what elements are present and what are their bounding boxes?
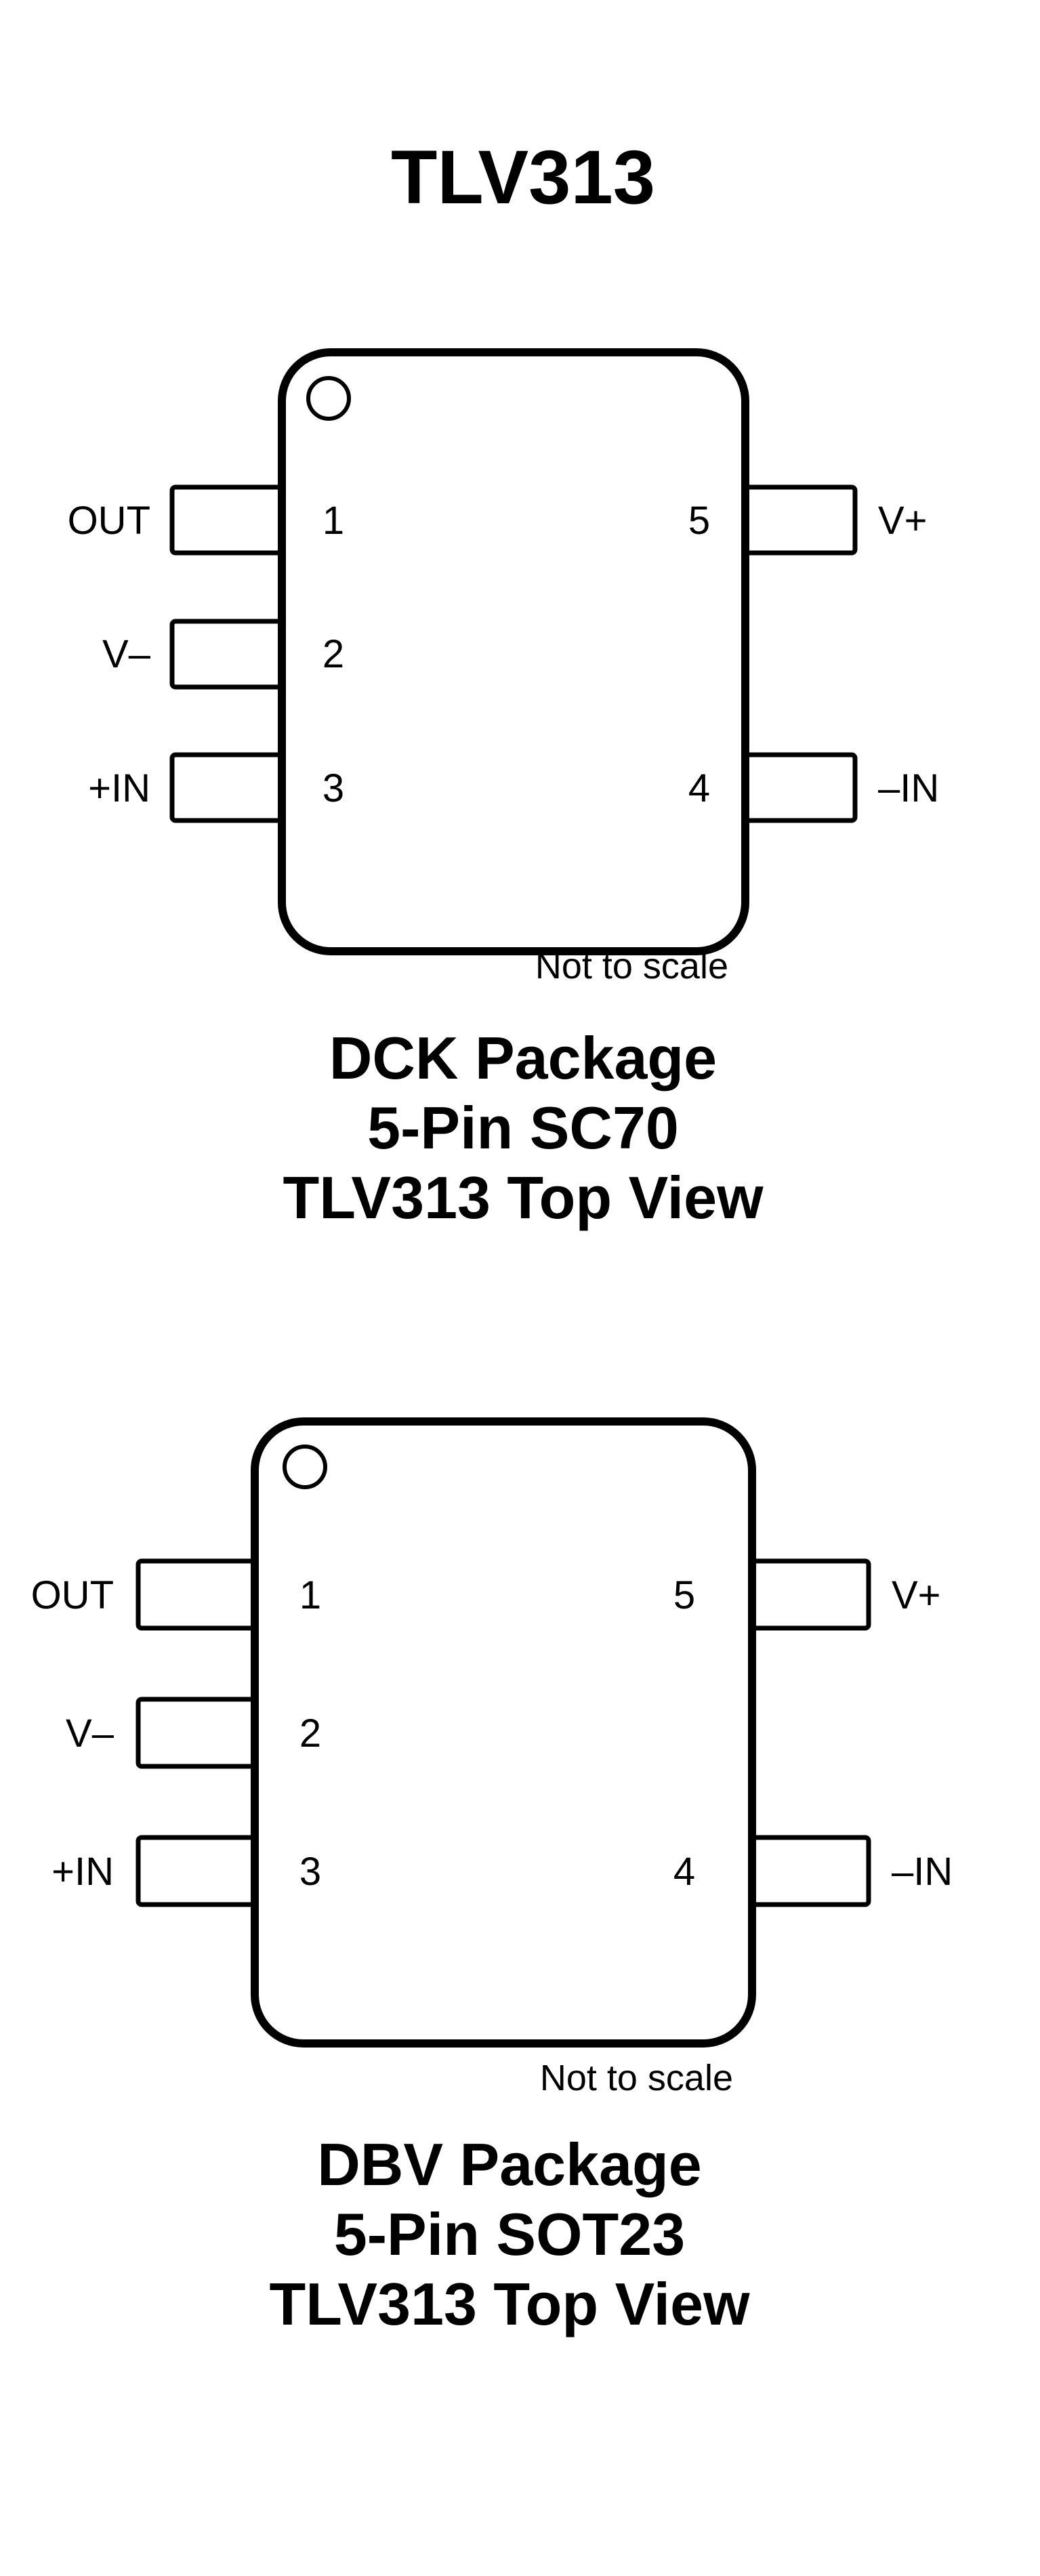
pin-5-lead: [741, 484, 858, 556]
pin-name: V+: [878, 499, 928, 543]
pin-1-lead: [169, 484, 287, 556]
pin-3-lead: [169, 752, 287, 823]
pin-1-lead: [136, 1558, 259, 1631]
pin-name: –IN: [892, 1850, 953, 1894]
pin1-marker-icon: [306, 376, 351, 421]
page-title: TLV313: [391, 135, 655, 220]
pin-name: V–: [66, 1711, 115, 1756]
pin-name: V+: [892, 1573, 941, 1617]
pin1-marker-icon: [283, 1445, 327, 1489]
pin-name: OUT: [68, 499, 150, 543]
pin-name: OUT: [31, 1573, 114, 1617]
package-body: [251, 1417, 756, 2048]
package-caption: TLV313 Top View: [283, 1164, 764, 1231]
pin-5-lead: [748, 1558, 871, 1631]
pin-number: 2: [323, 632, 344, 676]
pin-number: 1: [323, 499, 344, 543]
pin-2-lead: [169, 619, 287, 690]
pin-number: 2: [299, 1711, 321, 1756]
pin-name: +IN: [51, 1850, 114, 1894]
package-body: [278, 348, 749, 955]
dbv-package: OUT V– +IN –IN V+ 1 2 3 4 5 Not to scale…: [31, 1417, 953, 2338]
pin-number: 4: [688, 766, 710, 810]
pin-number: 3: [323, 766, 344, 810]
pin-2-lead: [136, 1697, 259, 1769]
pin-number: 4: [673, 1850, 695, 1894]
pin-4-lead: [748, 1835, 871, 1907]
scale-note: Not to scale: [540, 2058, 733, 2098]
pin-name: +IN: [88, 766, 150, 810]
pin-number: 1: [299, 1573, 321, 1617]
pin-number: 3: [299, 1850, 321, 1894]
package-caption: DCK Package: [329, 1024, 717, 1092]
pin-3-lead: [136, 1835, 259, 1907]
scale-note: Not to scale: [535, 946, 728, 986]
pin-4-lead: [741, 752, 858, 823]
pin-name: –IN: [878, 766, 939, 810]
pin-number: 5: [688, 499, 710, 543]
package-caption: 5-Pin SC70: [367, 1094, 679, 1161]
dck-package: OUT V– +IN –IN V+ 1 2 3 4 5 Not to scale…: [68, 348, 939, 1231]
package-caption: 5-Pin SOT23: [334, 2201, 685, 2268]
package-caption: TLV313 Top View: [269, 2270, 750, 2338]
package-caption: DBV Package: [317, 2131, 701, 2198]
pin-number: 5: [673, 1573, 695, 1617]
pin-name: V–: [102, 632, 151, 676]
